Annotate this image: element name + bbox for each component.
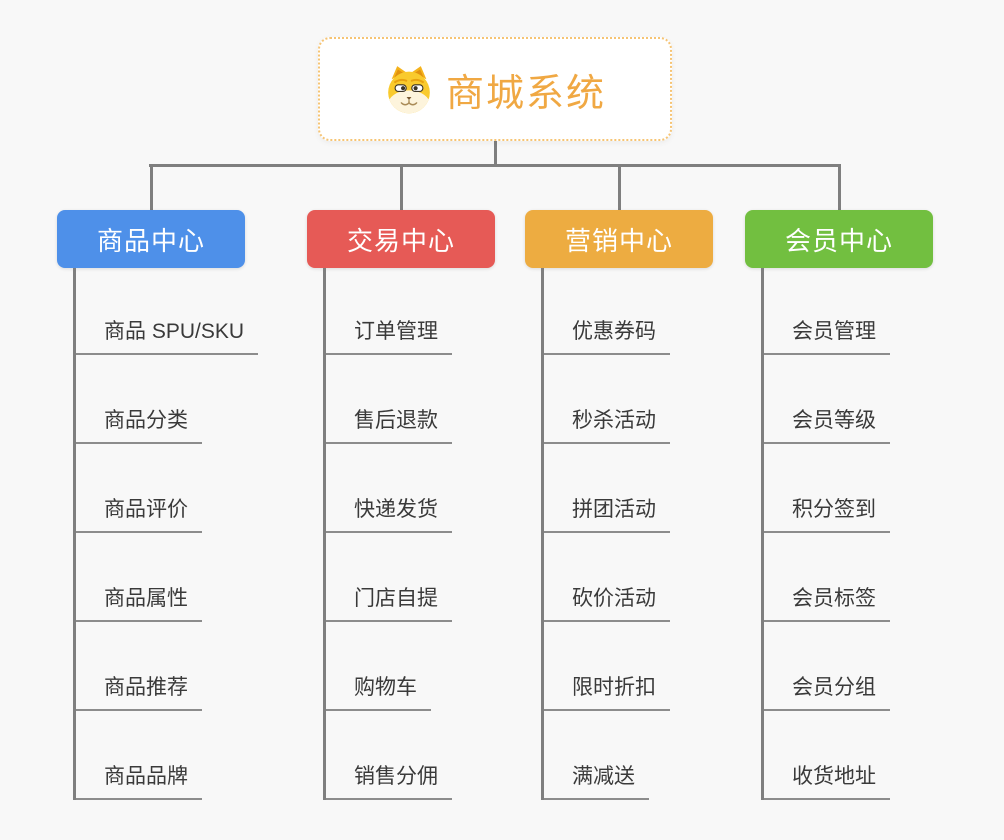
subtopic-row: 限时折扣 bbox=[544, 622, 670, 711]
subtopic[interactable]: 会员标签 bbox=[764, 582, 890, 622]
subtopic[interactable]: 会员等级 bbox=[764, 404, 890, 444]
branch-subtopic-list: 会员管理会员等级积分签到会员标签会员分组收货地址 bbox=[761, 268, 890, 800]
subtopic[interactable]: 积分签到 bbox=[764, 493, 890, 533]
subtopic[interactable]: 秒杀活动 bbox=[544, 404, 670, 444]
subtopic-row: 商品评价 bbox=[76, 444, 258, 533]
subtopic-row: 砍价活动 bbox=[544, 533, 670, 622]
branch: 交易中心 订单管理售后退款快递发货门店自提购物车销售分佣 bbox=[307, 210, 495, 800]
branch-header-2[interactable]: 交易中心 bbox=[307, 210, 495, 268]
subtopic[interactable]: 购物车 bbox=[326, 671, 431, 711]
subtopic[interactable]: 拼团活动 bbox=[544, 493, 670, 533]
subtopic[interactable]: 商品分类 bbox=[76, 404, 202, 444]
subtopic-row: 会员等级 bbox=[764, 355, 890, 444]
dog-face-icon bbox=[388, 66, 430, 114]
branch-header-3[interactable]: 营销中心 bbox=[525, 210, 713, 268]
subtopic[interactable]: 会员管理 bbox=[764, 315, 890, 355]
subtopic-row: 秒杀活动 bbox=[544, 355, 670, 444]
subtopic-row: 快递发货 bbox=[326, 444, 452, 533]
subtopic[interactable]: 砍价活动 bbox=[544, 582, 670, 622]
subtopic-row: 积分签到 bbox=[764, 444, 890, 533]
subtopic-row: 优惠券码 bbox=[544, 268, 670, 355]
branch-subtopic-list: 商品 SPU/SKU 商品分类商品评价商品属性商品推荐商品品牌 bbox=[73, 268, 259, 800]
branch-subtopic-list: 订单管理售后退款快递发货门店自提购物车销售分佣 bbox=[323, 268, 452, 800]
subtopic-row: 会员分组 bbox=[764, 622, 890, 711]
subtopic[interactable]: 收货地址 bbox=[764, 760, 890, 800]
subtopic-row: 会员标签 bbox=[764, 533, 890, 622]
subtopic[interactable]: 商品 SPU/SKU bbox=[76, 315, 259, 355]
subtopic-row: 商品属性 bbox=[76, 533, 258, 622]
connector-branch-stem-4 bbox=[837, 164, 841, 210]
subtopic-row: 订单管理 bbox=[326, 268, 452, 355]
connector-trunk bbox=[149, 164, 841, 167]
subtopic[interactable]: 满减送 bbox=[544, 760, 649, 800]
subtopic[interactable]: 订单管理 bbox=[326, 315, 452, 355]
subtopic-row: 门店自提 bbox=[326, 533, 452, 622]
connector-branch-stem-2 bbox=[399, 164, 403, 210]
subtopic-row: 商品 SPU/SKU bbox=[76, 268, 259, 355]
branch: 会员中心 会员管理会员等级积分签到会员标签会员分组收货地址 bbox=[745, 210, 933, 800]
subtopic-row: 商品分类 bbox=[76, 355, 258, 444]
subtopic[interactable]: 商品推荐 bbox=[76, 671, 202, 711]
subtopic[interactable]: 销售分佣 bbox=[326, 760, 452, 800]
branch-header-1[interactable]: 商品中心 bbox=[57, 210, 245, 268]
branch-subtopic-list: 优惠券码秒杀活动拼团活动砍价活动限时折扣满减送 bbox=[541, 268, 670, 800]
branch: 商品中心 商品 SPU/SKU 商品分类商品评价商品属性商品推荐商品品牌 bbox=[57, 210, 259, 800]
subtopic[interactable]: 限时折扣 bbox=[544, 671, 670, 711]
connector-branch-stem-3 bbox=[617, 164, 621, 210]
subtopic[interactable]: 商品品牌 bbox=[76, 760, 202, 800]
connector-branch-stem-1 bbox=[149, 164, 153, 210]
branch: 营销中心 优惠券码秒杀活动拼团活动砍价活动限时折扣满减送 bbox=[525, 210, 713, 800]
subtopic-row: 拼团活动 bbox=[544, 444, 670, 533]
subtopic-row: 满减送 bbox=[544, 711, 670, 800]
subtopic[interactable]: 会员分组 bbox=[764, 671, 890, 711]
subtopic-row: 商品品牌 bbox=[76, 711, 258, 800]
subtopic-row: 收货地址 bbox=[764, 711, 890, 800]
subtopic[interactable]: 快递发货 bbox=[326, 493, 452, 533]
subtopic[interactable]: 优惠券码 bbox=[544, 315, 670, 355]
subtopic[interactable]: 商品评价 bbox=[76, 493, 202, 533]
branch-header-4[interactable]: 会员中心 bbox=[745, 210, 933, 268]
subtopic-row: 售后退款 bbox=[326, 355, 452, 444]
root-topic-title: 商城系统 bbox=[445, 72, 606, 115]
subtopic-row: 商品推荐 bbox=[76, 622, 258, 711]
subtopic-row: 会员管理 bbox=[764, 268, 890, 355]
subtopic[interactable]: 商品属性 bbox=[76, 582, 202, 622]
connector-root-stem bbox=[494, 141, 497, 167]
subtopic[interactable]: 售后退款 bbox=[326, 404, 452, 444]
root-topic[interactable]: 商城系统 bbox=[318, 37, 672, 141]
subtopic-row: 购物车 bbox=[326, 622, 452, 711]
subtopic-row: 销售分佣 bbox=[326, 711, 452, 800]
subtopic[interactable]: 门店自提 bbox=[326, 582, 452, 622]
